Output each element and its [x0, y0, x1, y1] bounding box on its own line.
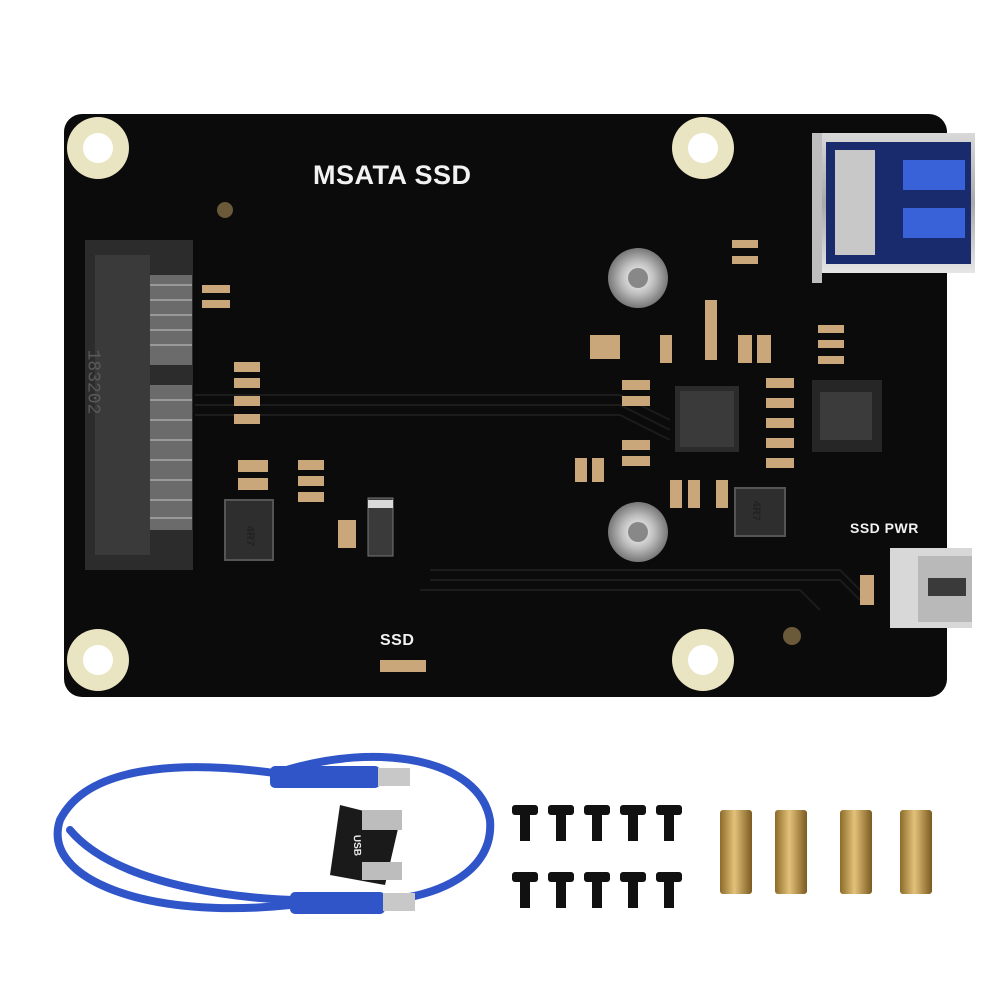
usb3-port	[812, 133, 975, 283]
inductor-marking-2: 4R7	[750, 500, 763, 522]
socket-marking: 183202	[82, 349, 103, 415]
smd-components	[202, 240, 874, 672]
msata-socket	[85, 240, 193, 570]
inductor-2	[734, 487, 786, 537]
inductor-marking-1: 4R7	[244, 525, 257, 547]
brass-spacers	[720, 810, 932, 894]
screws	[512, 805, 682, 908]
usb-plug-bottom	[290, 892, 415, 914]
pcb-traces	[195, 394, 861, 611]
board-title-label: MSATA SSD	[313, 160, 472, 190]
micro-usb-port	[890, 548, 972, 628]
screw-row-bottom	[512, 872, 682, 908]
usb-bridge-adapter	[330, 805, 402, 885]
usb-plug-top	[270, 766, 410, 788]
inductor-1	[224, 499, 274, 561]
secondary-ic	[812, 380, 882, 452]
ssd-led-label: SSD	[380, 632, 415, 649]
ssd-power-label: SSD PWR	[850, 520, 919, 536]
controller-chip	[675, 386, 739, 452]
usb-cable	[53, 752, 495, 913]
usb-bridge-label: USB	[350, 834, 363, 857]
screw-row-top	[512, 805, 682, 841]
mounting-holes	[67, 117, 734, 691]
